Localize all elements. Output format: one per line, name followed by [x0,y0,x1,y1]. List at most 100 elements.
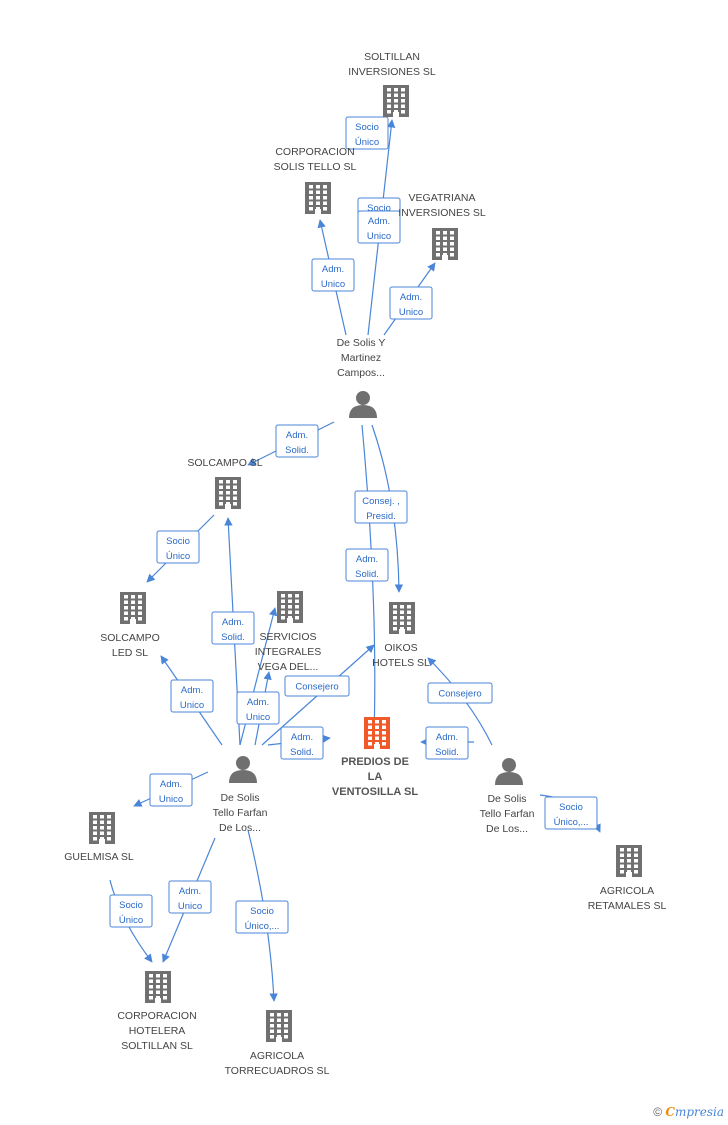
company-building-icon [277,591,303,623]
node-label: De Solis [487,793,526,805]
relation-tag-text: Solid. [285,445,309,456]
node-label: INTEGRALES [255,646,322,658]
node-solis-martinez[interactable]: De Solis YMartinezCampos... [337,337,386,418]
relation-tag-text: Adm. [247,697,269,708]
relation-tag-text: Unico [178,901,202,912]
node-label: De Solis Y [337,337,386,349]
company-building-icon [215,477,241,509]
relation-tag-box [345,548,389,582]
relation-tag-text: Solid. [435,747,459,758]
relation-tag-text: Único,... [245,921,280,932]
brand-logo-text: mpresia [674,1105,724,1119]
company-building-icon [145,971,171,1003]
node-solcampo[interactable]: SOLCAMPO SL [187,457,263,509]
relation-tag-text: Unico [321,279,345,290]
relation-tag-box [235,900,289,934]
company-building-icon [120,592,146,624]
relation-tag-text: Socio [355,122,379,133]
company-building-icon [305,182,331,214]
relation-tag-t18[interactable]: SocioÚnico,... [544,796,598,830]
relation-tag-t12[interactable]: Adm. Unico [236,691,280,725]
relation-tag-t14[interactable]: Adm.Solid. [280,726,324,760]
relation-tag-t16[interactable]: Adm.Solid. [425,726,469,760]
node-label: RETAMALES SL [588,900,667,912]
node-label: De Los... [486,823,528,835]
relation-tag-t20[interactable]: Adm.Unico [168,880,212,914]
relation-tag-box [357,210,401,244]
empresia-logo[interactable]: © Cmpresia [653,1105,724,1119]
node-label: CORPORACION [275,146,354,158]
relation-tag-box [236,691,280,725]
node-label: OIKOS [384,642,417,654]
node-label: GUELMISA SL [64,851,134,863]
relation-tag-box [170,679,214,713]
relation-tag-box [389,286,433,320]
relation-tag-box [544,796,598,830]
relation-tag-box [275,424,319,458]
relation-tag-text: Unico [246,712,270,723]
node-label: TORRECUADROS SL [225,1065,330,1077]
person-icon [495,758,523,785]
node-label: Tello Farfan [480,808,535,820]
relation-tag-t6[interactable]: Adm.Solid. [275,424,319,458]
node-label: VEGATRIANA [409,192,476,204]
relation-tag-text: Adm. [400,292,422,303]
relation-tag-text: Adm. [356,554,378,565]
node-label: LED SL [112,647,148,659]
node-label: VEGA DEL... [258,661,319,673]
node-label: INVERSIONES SL [348,66,436,78]
relation-tag-t5[interactable]: Adm.Unico [389,286,433,320]
relation-tag-text: Adm. [222,617,244,628]
company-building-icon [389,602,415,634]
relation-tag-text: Socio [166,536,190,547]
relation-tag-text: Único [119,915,143,926]
node-guelmisa[interactable]: GUELMISA SL [64,812,134,863]
node-corp-solis[interactable]: CORPORACION SOLIS TELLO SL [274,146,357,214]
node-label: Tello Farfan [213,807,268,819]
node-agricola-retamales[interactable]: AGRICOLA RETAMALES SL [588,845,667,912]
person-icon [349,391,377,418]
node-label: HOTELERA [129,1025,186,1037]
relation-tag-box [345,116,389,150]
relation-tag-box [280,726,324,760]
relation-tag-t11[interactable]: Adm.Unico [170,679,214,713]
relation-tag-t7[interactable]: Consej. ,Presid. [354,490,408,524]
brand-logo-letter: C [665,1105,675,1119]
relation-tag-t13[interactable]: Consejero [284,675,350,697]
relation-tag-t15[interactable]: Consejero [427,682,493,704]
node-label: Martinez [341,352,381,364]
relation-tag-text: Socio [119,900,143,911]
relation-tag-t8[interactable]: Adm.Solid. [345,548,389,582]
relation-tag-box [425,726,469,760]
relation-tag-t3[interactable]: Adm.Unico [357,210,401,244]
node-label: LA [368,771,383,783]
relation-tag-t10[interactable]: Adm.Solid. [211,611,255,645]
node-oikos[interactable]: OIKOS HOTELS SL [372,602,430,669]
node-label: SOLIS TELLO SL [274,161,357,173]
company-building-icon [616,845,642,877]
node-label: AGRICOLA [600,885,654,897]
relation-tag-t4[interactable]: Adm.Unico [311,258,355,292]
node-label: SERVICIOS [260,631,317,643]
relation-tag-t21[interactable]: SocioÚnico,... [235,900,289,934]
node-servicios[interactable]: SERVICIOS INTEGRALES VEGA DEL... [255,591,322,673]
node-label: De Solis [220,792,259,804]
node-label: HOTELS SL [372,657,430,669]
company-building-icon [266,1010,292,1042]
relation-tag-box [427,682,493,704]
relation-tag-t17[interactable]: Adm.Unico [149,773,193,807]
relation-tag-text: Unico [159,794,183,805]
relation-tag-box [284,675,350,697]
